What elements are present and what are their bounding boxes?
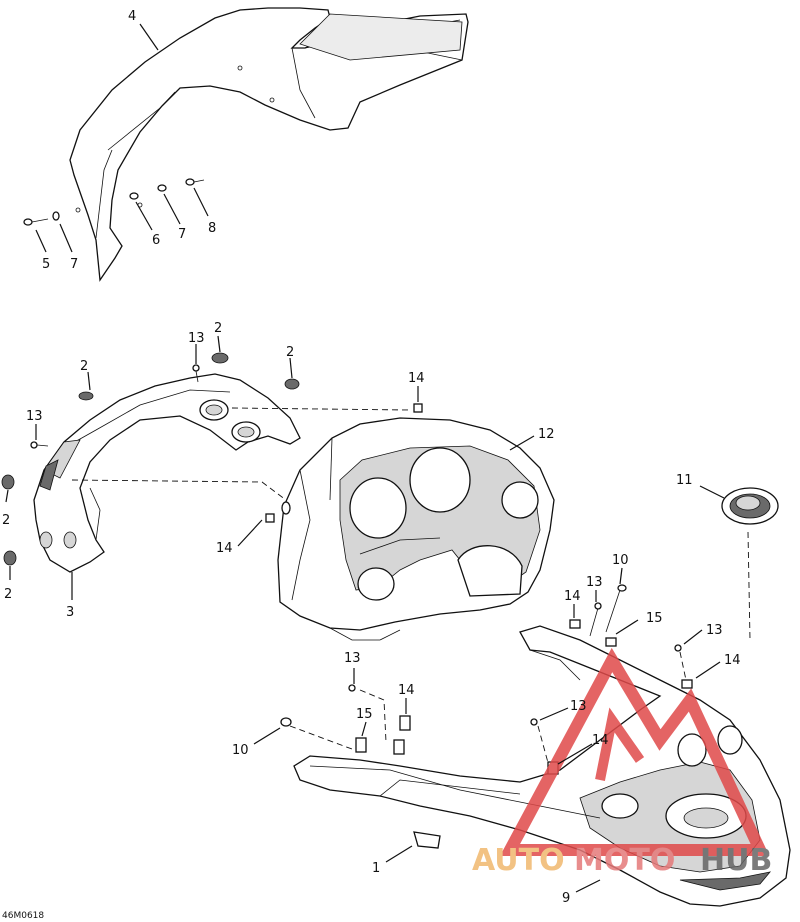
callout-14: 14 [564, 589, 581, 604]
callout-8: 8 [208, 221, 216, 236]
callout-10: 10 [232, 743, 249, 758]
watermark-text-auto: AUTO [472, 843, 565, 878]
callout-3: 3 [66, 605, 74, 620]
callout-14: 14 [398, 683, 415, 698]
callout-14: 14 [592, 733, 609, 748]
callout-12: 12 [538, 427, 555, 442]
callout-2: 2 [214, 321, 222, 336]
callout-14: 14 [724, 653, 741, 668]
watermark-text-hub: HUB [700, 843, 772, 878]
callout-13: 13 [188, 331, 205, 346]
callout-13: 13 [26, 409, 43, 424]
drawing-code: 46M0618 [2, 911, 44, 921]
watermark-text-moto: MOTO [574, 843, 675, 878]
callout-7: 7 [178, 227, 186, 242]
callout-4: 4 [128, 9, 136, 24]
callout-2: 2 [80, 359, 88, 374]
callout-15: 15 [646, 611, 663, 626]
callout-14: 14 [216, 541, 233, 556]
windshield-part [69, 7, 469, 282]
callout-10: 10 [612, 553, 629, 568]
callout-1: 1 [372, 861, 380, 876]
alignment-lines [71, 407, 751, 771]
leader-lines [5, 335, 725, 893]
callout-5: 5 [42, 257, 50, 272]
callout-6: 6 [152, 233, 160, 248]
callout-9: 9 [562, 891, 570, 906]
watermark-logo: AUTO MOTO HUB [472, 647, 772, 878]
housing-clips [265, 403, 423, 523]
left-cover-hardware [1, 352, 300, 566]
callout-14: 14 [408, 371, 425, 386]
callout-7: 7 [70, 257, 78, 272]
callout-2: 2 [4, 587, 12, 602]
windshield-fasteners [23, 23, 209, 253]
callout-13: 13 [344, 651, 361, 666]
callout-2: 2 [2, 513, 10, 528]
large-grommet-part [721, 487, 779, 525]
callout-labels: 4 5 7 6 7 8 13 2 2 2 13 14 12 2 2 3 14 1… [2, 9, 741, 906]
callout-2: 2 [286, 345, 294, 360]
callout-13: 13 [586, 575, 603, 590]
callout-13: 13 [706, 623, 723, 638]
gauge-housing-part [277, 417, 555, 641]
callout-13: 13 [570, 699, 587, 714]
left-cover-part [33, 373, 301, 573]
callout-11: 11 [676, 473, 693, 488]
callout-15: 15 [356, 707, 373, 722]
